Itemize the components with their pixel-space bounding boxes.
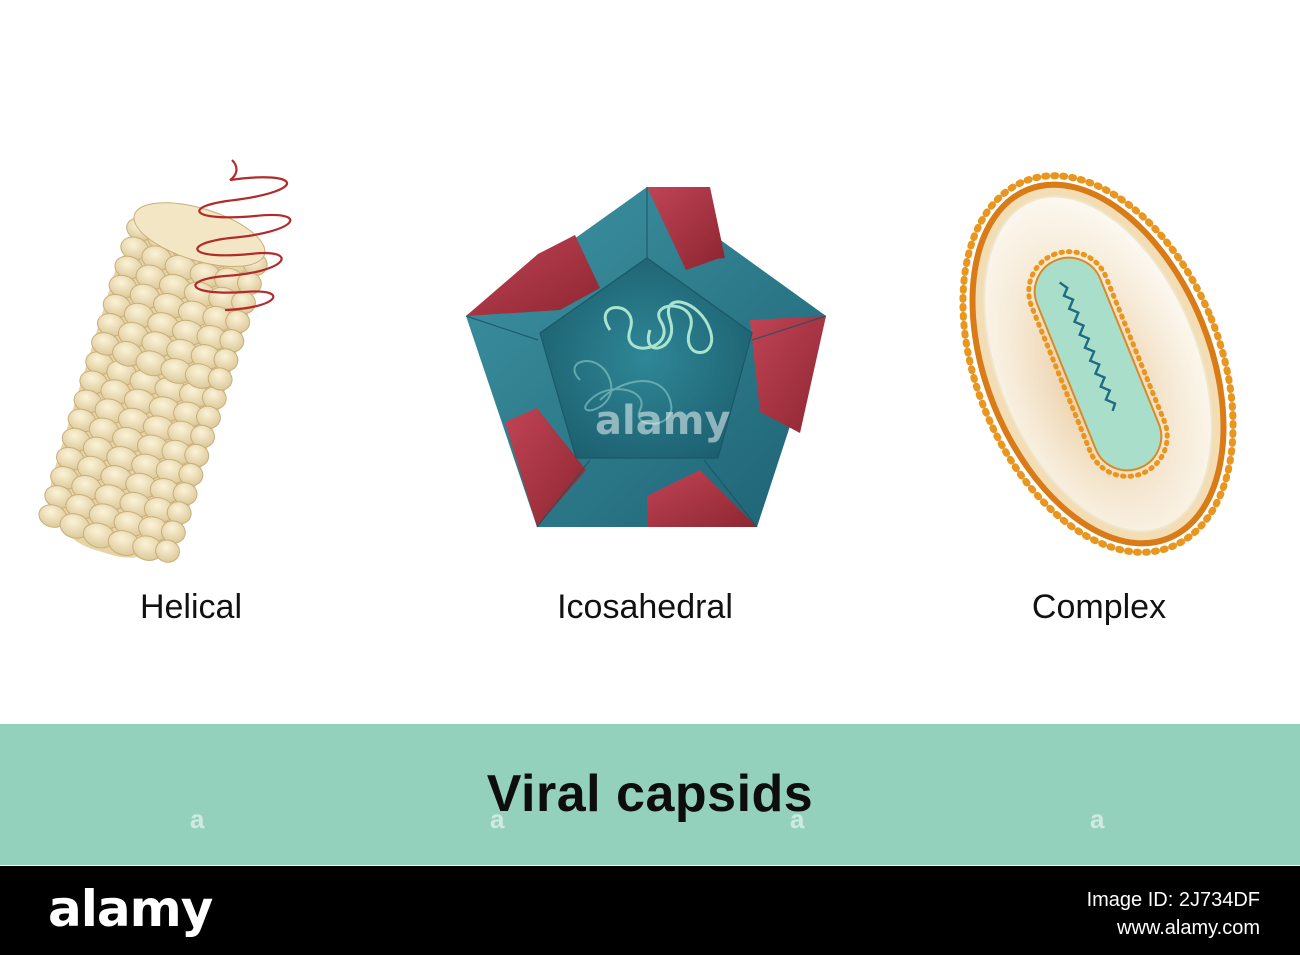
title-band: Viral capsids a a a a	[0, 724, 1300, 865]
footer-url: www.alamy.com	[1117, 917, 1260, 939]
footer-bar: alamy Image ID: 2J734DF www.alamy.com	[0, 866, 1300, 955]
label-icosahedral: Icosahedral	[557, 588, 733, 626]
watermark-letter: a	[790, 804, 805, 834]
capsid-illustrations	[33, 159, 1237, 572]
icosahedral-capsid-icon	[465, 187, 827, 528]
label-helical: Helical	[139, 588, 243, 626]
footer-image-id: Image ID: 2J734DF	[1086, 889, 1260, 911]
complex-capsid-icon	[959, 172, 1237, 556]
watermark-letter: a	[190, 804, 205, 834]
footer-meta: Image ID: 2J734DF www.alamy.com	[1087, 886, 1260, 942]
watermark-letter: a	[1090, 804, 1105, 834]
watermark-letter: a	[490, 804, 505, 834]
watermark-alamy: alamy	[595, 398, 731, 444]
footer-brand-logo: alamy	[48, 880, 213, 938]
diagram-title: Viral capsids	[486, 765, 814, 823]
helical-capsid-icon	[33, 159, 292, 572]
label-complex: Complex	[1031, 588, 1167, 626]
